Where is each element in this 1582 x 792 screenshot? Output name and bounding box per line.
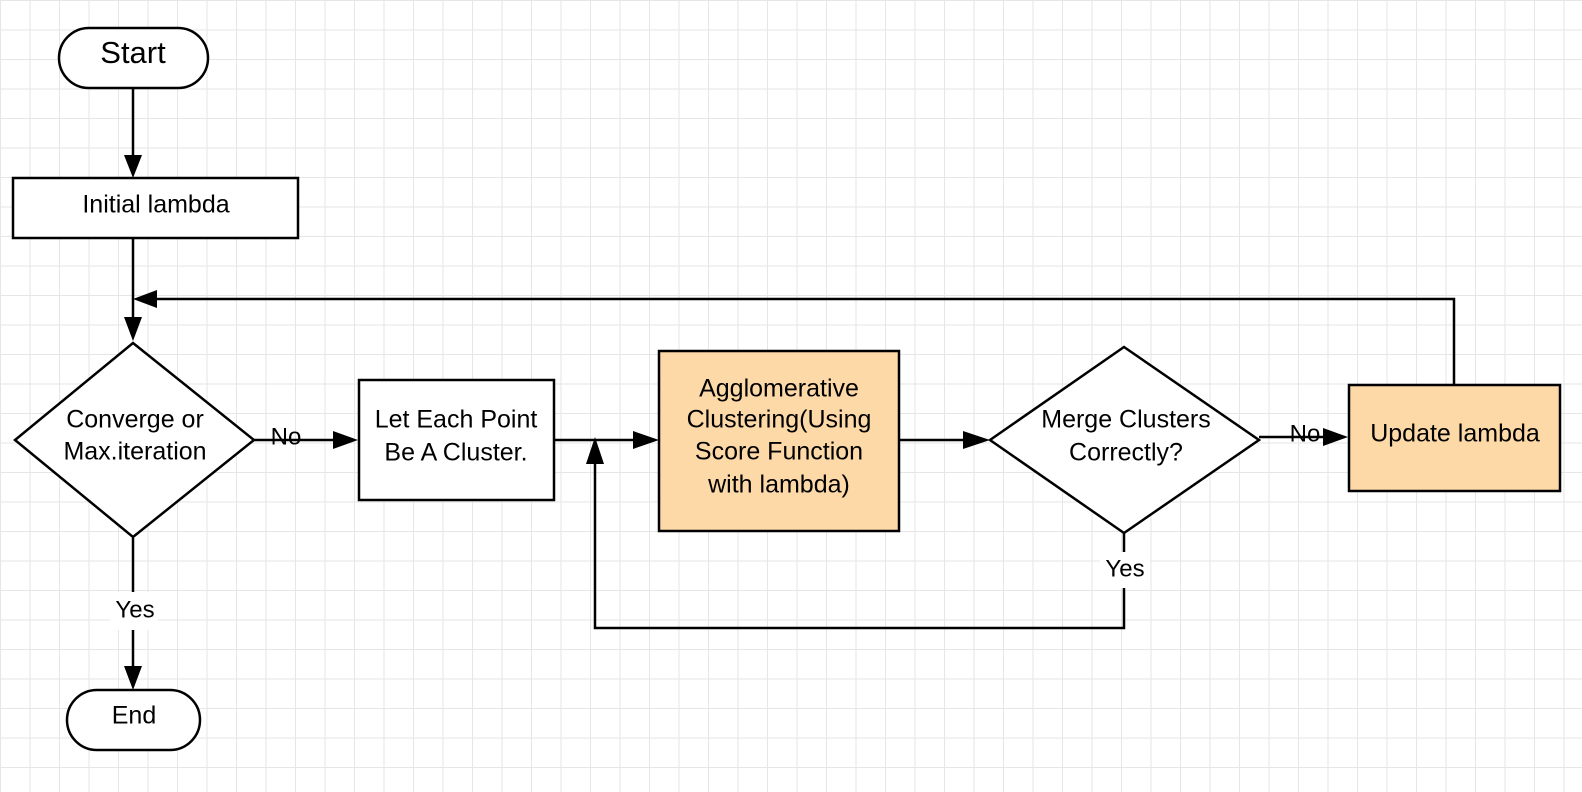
merge-decision: Merge Clusters Correctly? (987, 345, 1262, 535)
agglomerative-line-3: Score Function (695, 438, 863, 466)
agglomerative-line-2: Clustering(Using (687, 406, 872, 434)
converge-no-label: No (271, 423, 302, 450)
arrow-head (633, 431, 659, 449)
converge-line-2: Max.iteration (63, 438, 206, 466)
merge-line-2: Correctly? (1069, 439, 1183, 467)
agglomerative-line-4: with lambda) (707, 471, 850, 499)
arrow-head (1323, 428, 1348, 446)
each-point-line-1: Let Each Point (375, 406, 538, 434)
update-lambda-label: Update lambda (1370, 420, 1540, 448)
merge-yes-label: Yes (1105, 555, 1144, 582)
edge-labels: No Yes No Yes (110, 420, 1320, 630)
converge-decision: Converge or Max.iteration (13, 341, 256, 539)
arrow-head (133, 290, 157, 308)
merge-no-label: No (1290, 420, 1321, 447)
merge-line-1: Merge Clusters (1041, 406, 1211, 434)
end-node: End (65, 688, 202, 752)
start-node: Start (57, 26, 210, 90)
agglomerative-line-1: Agglomerative (699, 375, 859, 403)
update-lambda-box (1347, 383, 1562, 493)
arrow-head (124, 666, 142, 690)
agglomerative-box (657, 349, 901, 533)
arrow-head (963, 431, 990, 449)
arrow-head (333, 431, 358, 449)
update-lambda-node: Update lambda (1347, 383, 1562, 493)
each-point-line-2: Be A Cluster. (384, 439, 527, 467)
arrow-head (124, 155, 142, 178)
edge-update-loop (152, 297, 1456, 384)
start-label: Start (100, 35, 166, 70)
initial-lambda-label: Initial lambda (82, 191, 229, 219)
each-point-node: Let Each Point Be A Cluster. (357, 378, 556, 502)
initial-lambda-node: Initial lambda (11, 176, 300, 240)
arrow-head (124, 317, 142, 341)
agglomerative-node: Agglomerative Clustering(Using Score Fun… (657, 349, 901, 533)
connectors (124, 88, 1456, 690)
converge-line-1: Converge or (66, 406, 204, 434)
end-label: End (112, 702, 156, 730)
converge-yes-label: Yes (115, 596, 154, 623)
arrow-head (586, 437, 604, 464)
